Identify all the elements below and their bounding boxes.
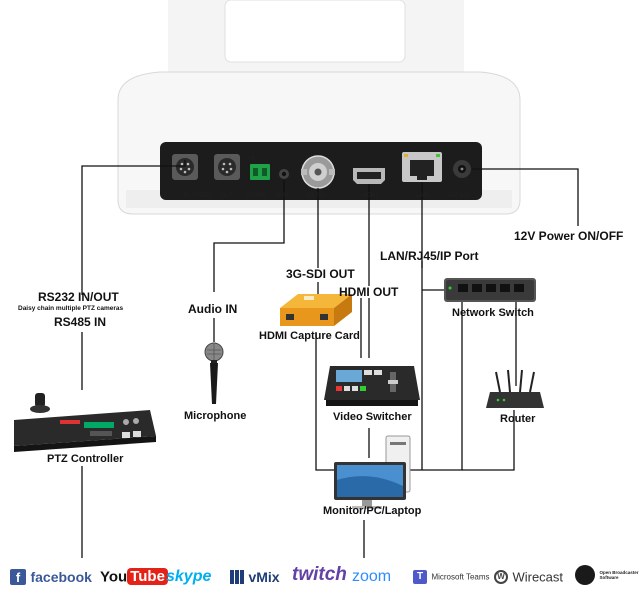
zoom-text: zoom <box>352 568 392 585</box>
network-switch-device <box>444 278 536 302</box>
label-sdi-out: 3G-SDI OUT <box>286 267 355 281</box>
port-label-audio-in: A-IN <box>276 193 288 199</box>
label-hdmi-capture: HDMI Capture Card <box>259 330 360 342</box>
teams-logo: T Microsoft Teams <box>413 568 490 586</box>
label-ptz-controller: PTZ Controller <box>47 453 124 465</box>
ptz-controller-device <box>14 393 156 452</box>
port-rs232-in <box>172 154 198 180</box>
label-daisy-chain: Daisy chain multiple PTZ cameras <box>18 305 124 312</box>
twitch-logo: twitch <box>292 564 347 586</box>
obs-logo: Open Broadcaster Software <box>575 565 639 585</box>
label-rs232: RS232 IN/OUT <box>38 290 119 304</box>
monitor-pc-device <box>334 435 411 509</box>
skype-text: skype <box>166 568 212 585</box>
facebook-text: facebook <box>30 568 92 585</box>
facebook-logo: f facebook <box>10 568 92 586</box>
label-network-switch: Network Switch <box>452 307 534 319</box>
wirecast-text: Wirecast <box>512 569 564 585</box>
video-switcher-device <box>324 366 420 406</box>
port-label-out: OUT <box>221 193 234 199</box>
label-router: Router <box>500 413 536 425</box>
obs-icon <box>575 565 595 585</box>
label-monitor: Monitor/PC/Laptop <box>323 505 422 517</box>
port-label-in: IN <box>182 193 188 199</box>
label-rs485: RS485 IN <box>54 315 107 329</box>
port-label-hdmi: HDMI <box>362 193 378 199</box>
capture-card-device <box>280 294 352 326</box>
port-lan <box>402 152 442 182</box>
youtube-tube-text: Tube <box>127 568 168 586</box>
label-audio-in: Audio IN <box>188 302 238 316</box>
port-rs485 <box>250 164 270 180</box>
teams-text: Microsoft Teams <box>431 572 490 582</box>
wirecast-logo: W Wirecast <box>494 568 563 586</box>
label-video-switcher: Video Switcher <box>333 411 412 423</box>
router-device <box>486 369 544 408</box>
teams-icon: T <box>413 569 427 584</box>
port-dc12v <box>453 160 471 178</box>
twitch-text: twitch <box>292 564 347 585</box>
port-rs232-out <box>214 154 240 180</box>
port-label-lan: LAN <box>416 193 428 199</box>
port-audio-in <box>279 169 289 179</box>
port-hdmi <box>353 168 385 184</box>
label-hdmi-out: HDMI OUT <box>339 285 399 299</box>
label-power: 12V Power ON/OFF <box>514 229 624 243</box>
port-sdi <box>301 155 335 189</box>
microphone-device <box>204 342 224 404</box>
port-label-rs485-polarity: + − <box>251 155 262 162</box>
skype-logo: skype <box>166 568 211 586</box>
obs-text: Open Broadcaster Software <box>599 570 639 580</box>
label-microphone: Microphone <box>184 410 247 422</box>
youtube-you-text: You <box>100 568 128 586</box>
wirecast-icon: W <box>494 569 508 584</box>
port-label-rs232: RS232 <box>193 193 212 199</box>
cables <box>81 160 579 558</box>
port-label-dc: DC 12V <box>449 193 471 199</box>
vmix-icon <box>230 569 244 584</box>
port-label-rs485: RS485 <box>247 193 266 199</box>
label-lan-port: LAN/RJ45/IP Port <box>380 249 479 263</box>
vmix-text: vMix <box>248 568 280 585</box>
facebook-icon: f <box>10 568 26 585</box>
vmix-logo: vMix <box>230 568 280 586</box>
zoom-logo: zoom <box>352 568 391 586</box>
port-label-sdi: 3G-SDI <box>306 193 327 199</box>
